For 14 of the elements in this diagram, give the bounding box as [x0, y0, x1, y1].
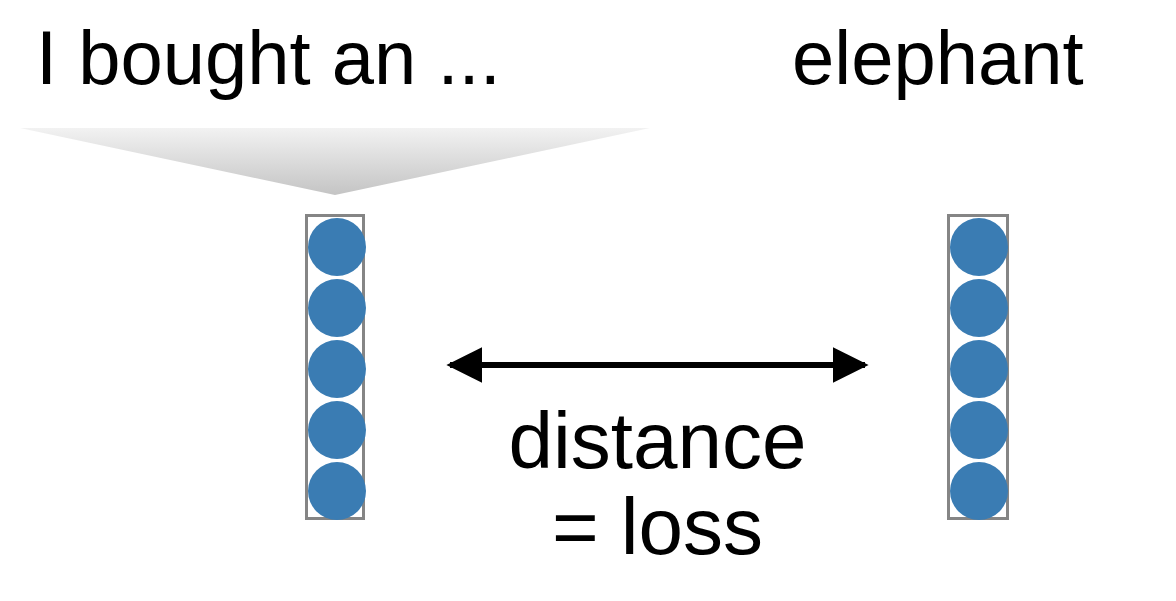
vector-element-dot [308, 279, 366, 337]
vector-element-dot [950, 218, 1008, 276]
vector-element-dot [950, 279, 1008, 337]
vector-element-dot [308, 462, 366, 520]
vector-element-dot [308, 340, 366, 398]
vector-column [947, 214, 1009, 520]
vector-element-dot [950, 340, 1008, 398]
vector-element-dot [308, 218, 366, 276]
funnel-shape [20, 128, 650, 195]
vector-element-dot [950, 462, 1008, 520]
vector-element-dot [950, 401, 1008, 459]
vector-column [305, 214, 365, 520]
vector-element-dot [308, 401, 366, 459]
double-arrow [446, 347, 869, 383]
